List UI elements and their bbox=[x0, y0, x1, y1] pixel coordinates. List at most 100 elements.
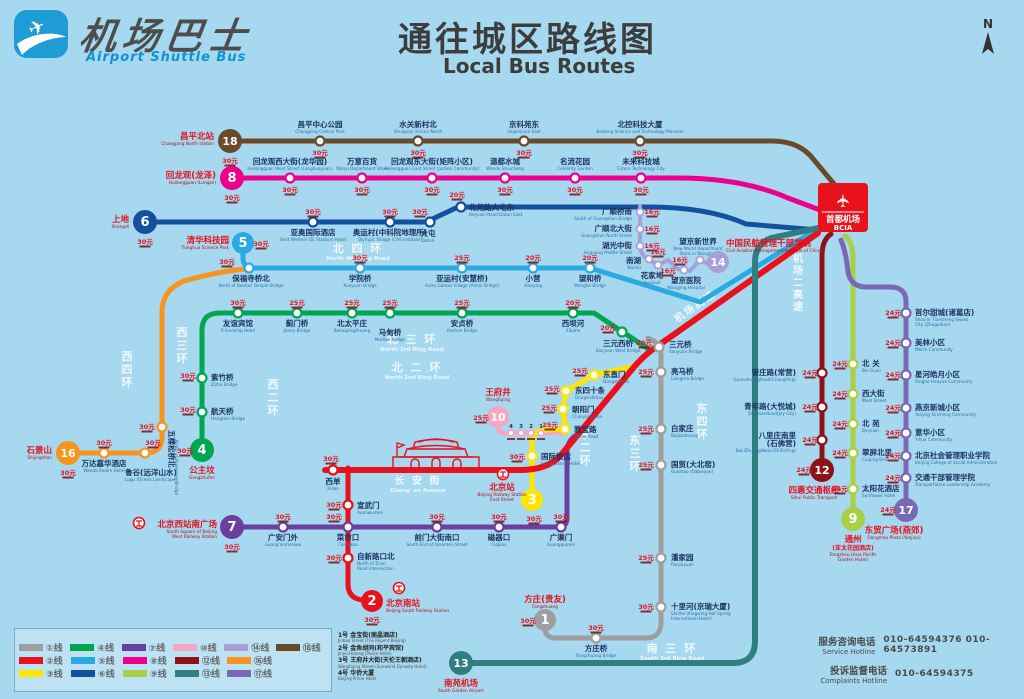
legend-item: ⑧线 bbox=[123, 654, 175, 667]
legend-color-bar bbox=[19, 643, 43, 651]
svg-text:24元: 24元 bbox=[885, 309, 901, 317]
legend-color-bar bbox=[19, 656, 43, 664]
svg-text:18: 18 bbox=[222, 135, 237, 148]
svg-text:友谊宾馆: 友谊宾馆 bbox=[222, 318, 253, 328]
svg-text:24元: 24元 bbox=[885, 404, 901, 412]
svg-text:BaLiZhuangNanLi(ShiFoYing): BaLiZhuangNanLi(ShiFoYing) bbox=[736, 448, 797, 453]
svg-text:回龙观东大街(矩阵小区): 回龙观东大街(矩阵小区) bbox=[391, 156, 473, 166]
svg-text:朝阳门: 朝阳门 bbox=[572, 404, 595, 414]
legend-item-label: ⑤线 bbox=[98, 656, 115, 667]
svg-text:北苑路大屯东: 北苑路大屯东 bbox=[469, 202, 514, 212]
svg-text:30元: 30元 bbox=[588, 624, 604, 632]
legend-item: ①线 bbox=[19, 641, 70, 654]
svg-text:Civil Aviation Management Inst: Civil Aviation Management Institute of C… bbox=[726, 248, 822, 254]
svg-text:30元: 30元 bbox=[137, 238, 153, 246]
svg-text:Changping North station: Changping North station bbox=[161, 141, 214, 147]
svg-text:30元: 30元 bbox=[312, 149, 328, 157]
svg-text:南苑机场: 南苑机场 bbox=[444, 678, 479, 689]
svg-text:North of Baofusi Temple Bridge: North of Baofusi Temple Bridge bbox=[218, 283, 284, 288]
svg-text:宣武门: 宣武门 bbox=[357, 500, 380, 510]
svg-text:中国民航管理干部学院: 中国民航管理干部学院 bbox=[726, 238, 812, 249]
svg-text:Xiaoying: Xiaoying bbox=[524, 283, 542, 288]
svg-text:潘家园: 潘家园 bbox=[671, 552, 694, 562]
svg-text:万达嘉华酒店: 万达嘉华酒店 bbox=[81, 458, 127, 468]
svg-text:大屯: 大屯 bbox=[421, 228, 436, 238]
legend-item: ④线 bbox=[70, 641, 121, 654]
svg-text:25元: 25元 bbox=[572, 367, 588, 375]
svg-text:Future Technology City: Future Technology City bbox=[617, 166, 665, 171]
svg-text:东贸广场(燕郊): 东贸广场(燕郊) bbox=[865, 525, 924, 536]
legend-item-label: ⑩线 bbox=[199, 643, 217, 654]
legend-item: ⑨线 bbox=[123, 667, 175, 680]
legend-color-bar bbox=[175, 669, 199, 677]
svg-text:Yanjing Xincheng Community: Yanjing Xincheng Community bbox=[914, 412, 977, 417]
svg-text:Shou'er Tiancheng Sweet: Shou'er Tiancheng Sweet bbox=[915, 317, 969, 322]
terminal-line9: 9通州(亚太花园酒店)Tongzhou (Asia PacificGarden … bbox=[828, 507, 877, 563]
legend-note: 3号 王府井大街(天伦王朝酒店) bbox=[338, 657, 422, 665]
svg-text:Jingkeyuan East: Jingkeyuan East bbox=[506, 129, 541, 134]
legend-item-label: ⑦线 bbox=[148, 643, 166, 654]
svg-text:Tsinghua Science Park: Tsinghua Science Park bbox=[180, 245, 229, 251]
svg-text:(石佛营): (石佛营) bbox=[767, 438, 796, 448]
svg-text:20元: 20元 bbox=[600, 324, 616, 332]
svg-text:Huilongguan West Street (Longh: Huilongguan West Street (Longhuayuan) bbox=[247, 166, 333, 171]
station-line6: 奥运村(中科院地理所)Olympic Village (CAS Institut… bbox=[352, 208, 427, 242]
svg-text:西三环: 西三环 bbox=[177, 326, 190, 365]
svg-text:Shuiguan Xincun North: Shuiguan Xincun North bbox=[394, 129, 443, 134]
svg-text:南 三 环: 南 三 环 bbox=[647, 641, 698, 655]
svg-text:北 关: 北 关 bbox=[862, 358, 880, 368]
svg-text:30元: 30元 bbox=[364, 616, 380, 624]
station-line16: 鲁谷(远洋山水)Lugu (Ocean Landscape)30元 bbox=[125, 439, 177, 482]
complaints-hotline-number: 010-64594375 bbox=[895, 669, 974, 679]
svg-text:25元: 25元 bbox=[454, 254, 470, 262]
svg-text:30元: 30元 bbox=[219, 258, 235, 266]
svg-text:Xuanwumen: Xuanwumen bbox=[357, 510, 383, 515]
legend-item-label: ⑱线 bbox=[302, 643, 321, 654]
svg-text:West Railway Station: West Railway Station bbox=[172, 534, 217, 540]
svg-text:30元: 30元 bbox=[96, 439, 112, 447]
svg-text:Sunflower Hotel: Sunflower Hotel bbox=[862, 493, 895, 498]
svg-text:国际饭店: 国际饭店 bbox=[541, 451, 571, 461]
svg-text:25元: 25元 bbox=[541, 404, 557, 412]
svg-text:24元: 24元 bbox=[885, 429, 901, 437]
svg-text:翠屏北里: 翠屏北里 bbox=[862, 447, 892, 457]
svg-text:首尔甜城(诸葛店): 首尔甜城(诸葛店) bbox=[915, 307, 974, 317]
svg-text:24元: 24元 bbox=[802, 369, 818, 377]
svg-text:Shilihe (Kingwing Hot Spring: Shilihe (Kingwing Hot Spring bbox=[671, 611, 731, 616]
svg-text:20元: 20元 bbox=[636, 339, 652, 347]
svg-text:湖光中街: 湖光中街 bbox=[602, 240, 632, 250]
svg-text:北控科技大厦: 北控科技大厦 bbox=[618, 119, 663, 129]
svg-text:安贞桥: 安贞桥 bbox=[451, 318, 474, 328]
page-title-en: Local Bus Routes bbox=[443, 54, 636, 78]
station-line10: 1 bbox=[537, 424, 545, 440]
svg-text:Friendship Hotel: Friendship Hotel bbox=[221, 328, 255, 333]
svg-text:7: 7 bbox=[227, 520, 236, 535]
svg-text:回龙观(龙泽): 回龙观(龙泽) bbox=[166, 170, 216, 181]
legend-item-label: ②线 bbox=[46, 656, 63, 667]
svg-text:Huilongguan (Longze): Huilongguan (Longze) bbox=[169, 180, 217, 186]
svg-text:名流花园: 名流花园 bbox=[560, 156, 590, 166]
svg-text:25元: 25元 bbox=[544, 385, 560, 393]
svg-text:学院桥: 学院桥 bbox=[349, 273, 372, 283]
svg-text:30元: 30元 bbox=[253, 240, 269, 248]
svg-text:保福寺桥北: 保福寺桥北 bbox=[231, 273, 270, 283]
svg-text:1: 1 bbox=[539, 424, 543, 430]
swoosh-shape bbox=[17, 33, 66, 55]
svg-text:昌平北站: 昌平北站 bbox=[180, 131, 215, 142]
svg-text:16元: 16元 bbox=[660, 267, 676, 275]
legend-item: ⑰线 bbox=[227, 667, 279, 680]
svg-text:2: 2 bbox=[529, 424, 533, 430]
svg-text:Beiyuan Road Datun East: Beiyuan Road Datun East bbox=[469, 212, 523, 217]
